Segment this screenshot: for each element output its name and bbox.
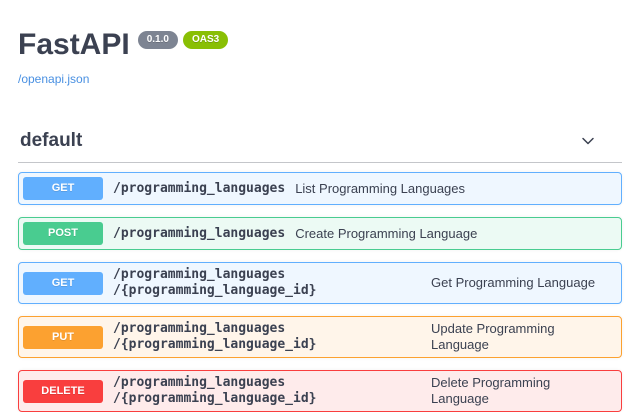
endpoint-path-line: /{programming_language_id} (113, 283, 317, 298)
endpoint-description: Get Programming Language (431, 275, 596, 291)
endpoint-path: /programming_languages/{programming_lang… (103, 321, 431, 353)
operation-row[interactable]: PUT /programming_languages/{programming_… (18, 316, 622, 358)
tag-name: default (20, 130, 83, 151)
operation-summary[interactable]: DELETE /programming_languages/{programmi… (19, 371, 621, 411)
endpoint-path-line: /{programming_language_id} (113, 337, 317, 352)
method-badge: DELETE (23, 379, 103, 403)
tag-section-default: default GET /programming_languages List … (18, 130, 622, 412)
api-badges: 0.1.0 OAS3 (137, 31, 229, 49)
tag-section-header[interactable]: default (18, 130, 622, 163)
version-badge: 0.1.0 (137, 31, 178, 49)
endpoint-path: /programming_languages (103, 181, 295, 197)
operation-row[interactable]: POST /programming_languages Create Progr… (18, 217, 622, 250)
api-info: FastAPI 0.1.0 OAS3 /openapi.json (18, 30, 622, 88)
endpoint-description: Create Programming Language (295, 225, 478, 241)
chevron-down-icon[interactable] (578, 131, 598, 151)
operation-row[interactable]: DELETE /programming_languages/{programmi… (18, 370, 622, 412)
oas3-badge: OAS3 (182, 31, 229, 49)
operation-row[interactable]: GET /programming_languages/{programming_… (18, 262, 622, 304)
endpoint-description: Delete Programming Language (431, 375, 551, 406)
operation-row[interactable]: GET /programming_languages List Programm… (18, 172, 622, 205)
method-badge: GET (23, 177, 103, 200)
endpoint-path-line: /programming_languages (113, 267, 286, 282)
endpoint-path: /programming_languages (103, 226, 295, 242)
endpoint-path-line: /programming_languages (113, 225, 286, 241)
endpoint-path: /programming_languages/{programming_lang… (103, 375, 431, 407)
endpoint-path-line: /programming_languages (113, 321, 286, 336)
operation-summary[interactable]: GET /programming_languages List Programm… (19, 173, 621, 204)
method-badge: POST (23, 222, 103, 245)
endpoint-description: List Programming Languages (295, 180, 466, 196)
operations-list: GET /programming_languages List Programm… (18, 172, 622, 412)
endpoint-path: /programming_languages/{programming_lang… (103, 267, 431, 299)
endpoint-path-line: /{programming_language_id} (113, 391, 317, 406)
endpoint-description: Update Programming Language (431, 321, 555, 352)
method-badge: PUT (23, 325, 103, 349)
method-badge: GET (23, 271, 103, 295)
operation-summary[interactable]: GET /programming_languages/{programming_… (19, 263, 621, 303)
operation-summary[interactable]: PUT /programming_languages/{programming_… (19, 317, 621, 357)
openapi-spec-link[interactable]: /openapi.json (18, 72, 90, 86)
api-title: FastAPI (18, 28, 130, 61)
operation-summary[interactable]: POST /programming_languages Create Progr… (19, 218, 621, 249)
endpoint-path-line: /programming_languages (113, 375, 286, 390)
endpoint-path-line: /programming_languages (113, 180, 286, 196)
